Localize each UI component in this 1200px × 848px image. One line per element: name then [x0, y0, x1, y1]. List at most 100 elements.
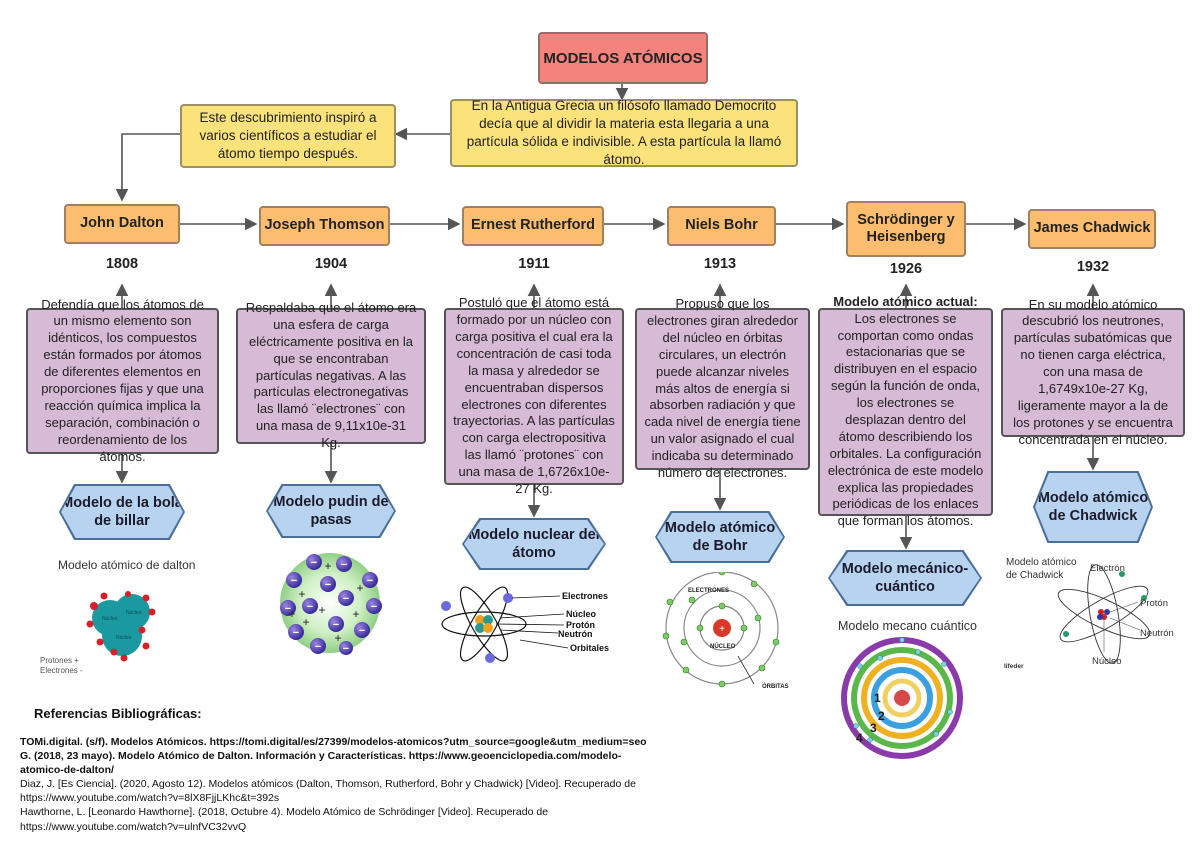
chadwick-watermark: lifeder	[1004, 663, 1024, 670]
rutherford-label-nucleus: Núcleo	[566, 609, 597, 619]
model-label: Modelo mecánico-cuántico	[841, 560, 969, 595]
quantum-level-4: 4	[856, 731, 863, 745]
chadwick-label-nucleus: Núcleo	[1092, 656, 1122, 667]
description-thomson: Respaldaba que el átomo era una esfera d…	[236, 300, 426, 450]
reference-item: TOMi.digital. (s/f). Modelos Atómicos. h…	[20, 735, 647, 748]
inspiration-text: Este descubrimiento inspiró a varios cie…	[199, 109, 377, 162]
scientist-schrodinger: Schrödinger y Heisenberg	[846, 201, 966, 257]
legend-protons: Protones +	[40, 656, 79, 665]
svg-text:−: −	[325, 579, 331, 591]
model-label: Modelo de la bola de billar	[61, 494, 183, 529]
description-text: En su modelo atómico descubrió los neutr…	[1013, 296, 1173, 447]
svg-text:+: +	[719, 624, 725, 635]
scientist-name: John Dalton	[80, 215, 164, 232]
svg-text:−: −	[343, 593, 349, 605]
chadwick-caption-line2: de Chadwick	[1006, 570, 1064, 581]
rutherford-label-electrons: Electrones	[562, 591, 608, 601]
bohr-label-electrons: ELECTRONES	[688, 588, 729, 594]
description-dalton: Defendía que los átomos de un mismo elem…	[26, 297, 219, 464]
chadwick-caption-line1: Modelo atómico	[1006, 557, 1077, 568]
description-schrodinger: Modelo atómico actual: Los electrones se…	[818, 294, 993, 528]
scientist-name: Joseph Thomson	[264, 217, 385, 234]
description-text: Defendía que los átomos de un mismo elem…	[41, 296, 204, 464]
model-label: Modelo pudin de pasas	[273, 493, 389, 528]
model-rutherford: Modelo nuclear del átomo	[464, 520, 604, 568]
dalton-illustration: Modelo atómico de dalton Núcleo Núcleo N…	[34, 548, 212, 680]
scientist-name: James Chadwick	[1033, 220, 1151, 237]
dalton-label-a: Núcleo	[102, 616, 118, 622]
year-chadwick: 1932	[1076, 259, 1110, 275]
chadwick-label-electron: Electrón	[1090, 563, 1125, 574]
description-text: Respaldaba que el átomo era una esfera d…	[245, 300, 417, 451]
quantum-level-1: 1	[874, 691, 881, 705]
description-text: Postuló que el átomo está formado por un…	[453, 295, 615, 496]
scientist-name: Niels Bohr	[685, 217, 758, 234]
rutherford-label-proton: Protón	[566, 620, 595, 630]
svg-text:−: −	[293, 627, 299, 639]
bohr-label-nucleus: NÚCLEO	[710, 643, 736, 650]
chadwick-caption: Modelo atómico de Chadwick	[1006, 556, 1077, 582]
chadwick-label-neutron: Neutrón	[1140, 628, 1174, 639]
year-dalton: 1808	[105, 256, 139, 272]
svg-text:−: −	[371, 601, 377, 613]
svg-text:+: +	[324, 559, 331, 573]
legend-electrons: Electrones -	[40, 665, 83, 675]
svg-text:+: +	[334, 631, 341, 645]
model-thomson: Modelo pudin de pasas	[268, 486, 394, 536]
scientist-bohr: Niels Bohr	[667, 206, 776, 246]
scientist-dalton: John Dalton	[64, 204, 180, 244]
page-title-text: MODELOS ATÓMICOS	[543, 49, 703, 67]
svg-text:+: +	[298, 587, 305, 601]
description-text: Modelo atómico actual: Los electrones se…	[827, 294, 984, 530]
dalton-legend: Protones + Electrones -	[40, 656, 83, 675]
model-label: Modelo atómico de Bohr	[664, 519, 776, 554]
dalton-label-c: Núcleo	[116, 635, 132, 641]
democrito-box: En la Antigua Grecia un filósofo llamado…	[450, 98, 798, 167]
rutherford-label-orbitals: Orbitales	[570, 643, 609, 653]
model-chadwick: Modelo atómico de Chadwick	[1035, 473, 1151, 541]
model-label: Modelo nuclear del átomo	[468, 526, 600, 561]
model-schrodinger: Modelo mecánico-cuántico	[830, 552, 980, 604]
model-bohr: Modelo atómico de Bohr	[657, 513, 783, 561]
chadwick-illustration: Modelo atómico de Chadwick Electrón Prot…	[1004, 556, 1190, 674]
svg-text:−: −	[343, 643, 349, 655]
svg-text:−: −	[315, 641, 321, 653]
description-bold: Modelo atómico actual:	[833, 293, 978, 309]
page-title: MODELOS ATÓMICOS	[538, 32, 708, 84]
year-rutherford: 1911	[518, 256, 550, 272]
description-text: Propuso que los electrones giran alreded…	[644, 296, 801, 481]
svg-text:−: −	[333, 619, 339, 631]
reference-item: Hawthorne, L. [Leonardo Hawthorne]. (201…	[20, 806, 549, 833]
quantum-level-3: 3	[870, 721, 877, 735]
bohr-model-image: + ELECTRONES NÚCLEO ÓRBITAS	[662, 572, 789, 690]
svg-text:−: −	[367, 575, 373, 587]
model-dalton: Modelo de la bola de billar	[61, 486, 183, 538]
year-schrodinger: 1926	[889, 261, 923, 277]
svg-text:−: −	[285, 603, 291, 615]
svg-text:−: −	[359, 625, 365, 637]
reference-item: G. (2018, 23 mayo). Modelo Atómico de Da…	[20, 749, 622, 776]
dalton-label-b: Núcleo	[126, 610, 142, 616]
svg-text:−: −	[291, 575, 297, 587]
scientist-chadwick: James Chadwick	[1028, 209, 1156, 249]
year-bohr: 1913	[703, 256, 737, 272]
scientist-name: Ernest Rutherford	[470, 217, 596, 234]
svg-text:−: −	[307, 601, 313, 613]
quantum-caption: Modelo mecano cuántico	[838, 619, 977, 633]
quantum-level-2: 2	[878, 709, 885, 723]
description-rutherford: Postuló que el átomo está formado por un…	[444, 295, 624, 496]
billiard-ball-atoms-image: Núcleo Núcleo Núcleo	[86, 591, 156, 662]
inspiration-box: Este descubrimiento inspiró a varios cie…	[180, 104, 396, 168]
plum-pudding-image: −−−− −−−− −−−− −− ++++ ++++	[280, 553, 382, 655]
references-title: Referencias Bibliográficas:	[34, 706, 202, 721]
description-chadwick: En su modelo atómico descubrió los neutr…	[1001, 297, 1185, 447]
svg-text:+: +	[356, 581, 363, 595]
rutherford-label-neutron: Neutrón	[558, 629, 593, 639]
scientist-thomson: Joseph Thomson	[259, 206, 390, 246]
scientist-name: Schrödinger y Heisenberg	[857, 211, 955, 245]
svg-text:+: +	[352, 607, 359, 621]
quantum-model-image: 1 2 3 4	[841, 637, 963, 759]
svg-text:+: +	[288, 607, 295, 621]
bohr-label-orbits: ÓRBITAS	[762, 682, 789, 690]
